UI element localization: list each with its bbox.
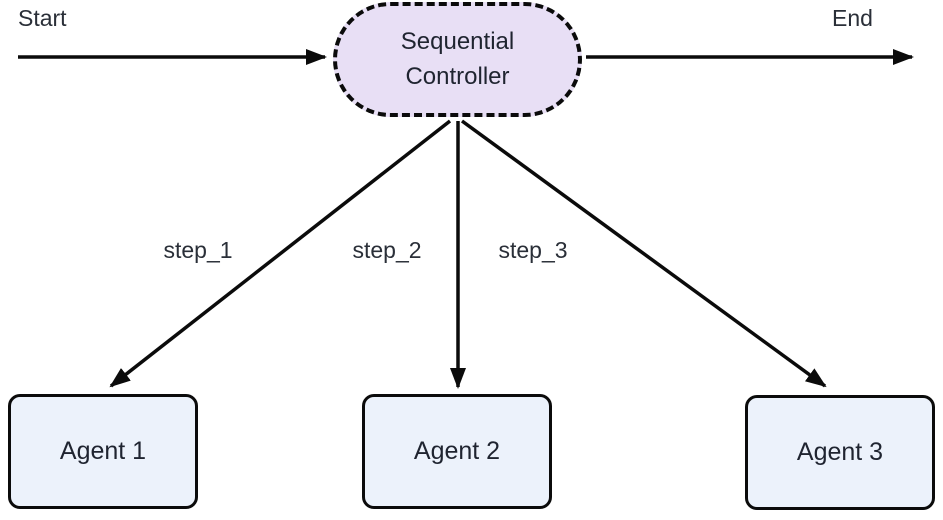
agent3-label: Agent 3 [796,438,884,466]
agent2-node: Agent 2 [362,394,552,509]
edge-label-step3: step_3 [483,237,583,264]
edge-label-step1: step_1 [148,237,248,264]
agent1-label: Agent 1 [59,437,147,465]
edge-label-step2: step_2 [337,237,437,264]
sequential-controller-label: Sequential Controller [400,27,515,90]
edge-step1-to-agent1 [109,119,452,388]
start-label: Start [18,5,67,31]
agent2-label: Agent 2 [413,437,501,465]
sequential-controller-node: Sequential Controller [333,2,582,117]
end-label: End [832,5,873,31]
agent3-node: Agent 3 [745,395,935,510]
edge-step3-to-agent3 [460,119,827,388]
agent1-node: Agent 1 [8,394,198,509]
